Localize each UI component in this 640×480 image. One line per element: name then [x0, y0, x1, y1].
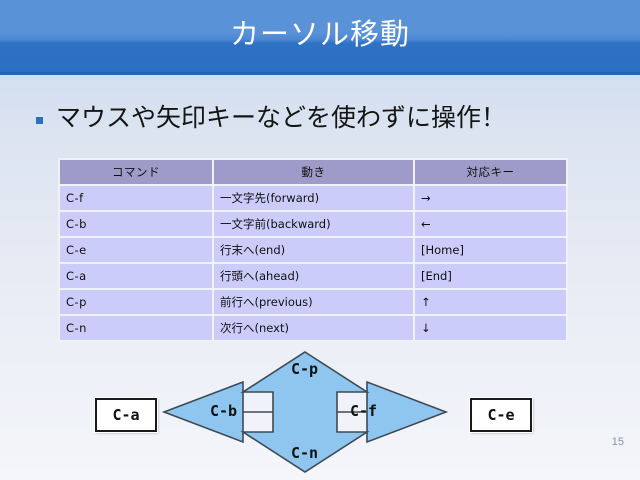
cell-key: ↑: [415, 290, 566, 314]
table-header-row: コマンド 動き 対応キー: [60, 160, 566, 184]
cell-command: C-n: [60, 316, 212, 340]
command-table: コマンド 動き 対応キー C-f 一文字先(forward) → C-b 一文字…: [58, 158, 568, 342]
page-title: カーソル移動: [229, 17, 410, 51]
slide-header-band: [0, 0, 640, 72]
cell-command: C-b: [60, 212, 212, 236]
cell-command: C-a: [60, 264, 212, 288]
table-row: C-e 行末へ(end) [Home]: [60, 238, 566, 262]
arrow-label-left: C-b: [210, 402, 238, 420]
cell-command: C-f: [60, 186, 212, 210]
slide-header-underline: [0, 72, 640, 75]
cell-motion: 一文字前(backward): [214, 212, 413, 236]
table-row: C-n 次行へ(next) ↓: [60, 316, 566, 340]
square-bullet-icon: [36, 116, 43, 124]
cell-motion: 行末へ(end): [214, 238, 413, 262]
cell-motion: 前行へ(previous): [214, 290, 413, 314]
column-header-command: コマンド: [60, 160, 212, 184]
cell-motion: 次行へ(next): [214, 316, 413, 340]
page-number: 15: [611, 436, 624, 448]
table-row: C-b 一文字前(backward) ←: [60, 212, 566, 236]
cell-motion: 一文字先(forward): [214, 186, 413, 210]
table-row: C-a 行頭へ(ahead) [End]: [60, 264, 566, 288]
cell-key: [Home]: [415, 238, 566, 262]
table-row: C-f 一文字先(forward) →: [60, 186, 566, 210]
cell-command: C-p: [60, 290, 212, 314]
arrow-label-down: C-n: [291, 444, 319, 462]
cell-motion: 行頭へ(ahead): [214, 264, 413, 288]
bullet-text: マウスや矢印キーなどを使わずに操作！: [56, 103, 507, 132]
table-row: C-p 前行へ(previous) ↑: [60, 290, 566, 314]
bullet-row: マウスや矢印キーなどを使わずに操作！: [36, 101, 506, 135]
column-header-key: 対応キー: [415, 160, 566, 184]
cell-key: ↓: [415, 316, 566, 340]
four-way-arrow-shape: [161, 351, 449, 473]
cell-key: ←: [415, 212, 566, 236]
endpoint-box-left: C-a: [95, 398, 157, 432]
endpoint-box-right: C-e: [470, 398, 532, 432]
column-header-motion: 動き: [214, 160, 413, 184]
cell-key: [End]: [415, 264, 566, 288]
cell-key: →: [415, 186, 566, 210]
cell-command: C-e: [60, 238, 212, 262]
arrow-label-right: C-f: [350, 402, 378, 420]
arrow-label-up: C-p: [291, 360, 319, 378]
